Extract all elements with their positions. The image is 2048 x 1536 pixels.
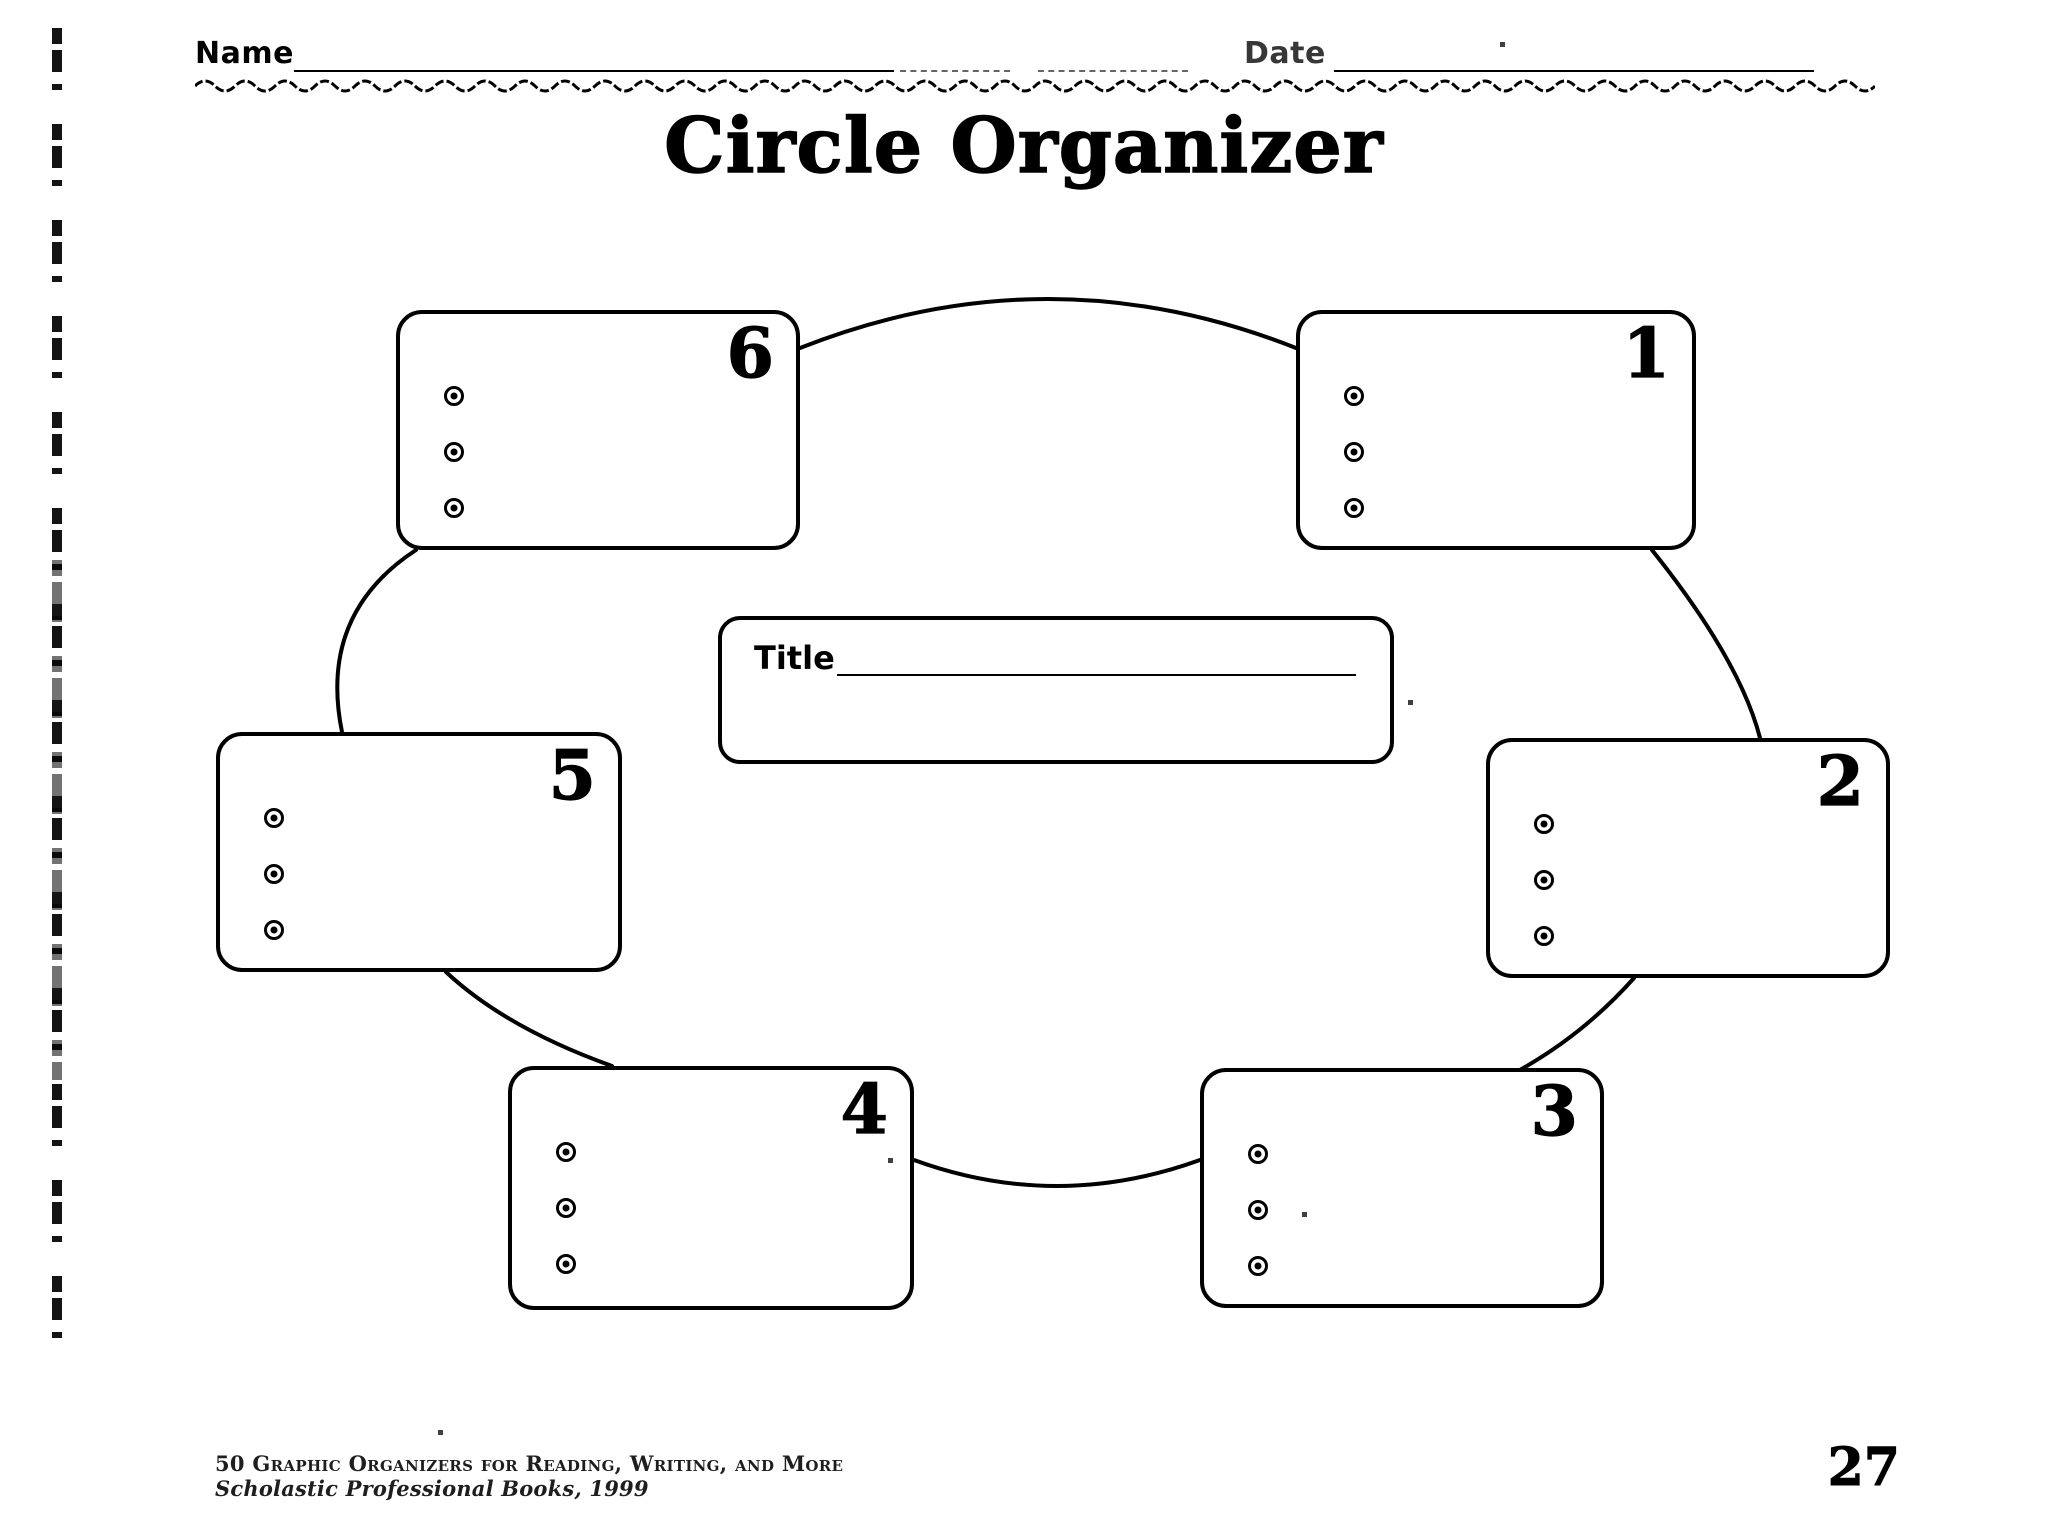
- page-number: 27: [1827, 1437, 1900, 1498]
- target-bullet-icon[interactable]: [264, 864, 284, 884]
- organizer-node-2[interactable]: 2: [1486, 738, 1890, 978]
- target-bullet-icon[interactable]: [1344, 386, 1364, 406]
- title-label: Title: [754, 639, 835, 677]
- target-bullet-icon[interactable]: [556, 1142, 576, 1162]
- name-input-line[interactable]: [293, 69, 894, 72]
- node-number-5: 5: [548, 736, 597, 816]
- target-bullet-icon[interactable]: [1534, 870, 1554, 890]
- scan-speck: [1500, 42, 1505, 47]
- name-label: Name: [195, 36, 294, 71]
- organizer-node-4[interactable]: 4: [508, 1066, 914, 1310]
- node-5-bullet-list: [264, 808, 284, 940]
- date-field[interactable]: Date: [1244, 39, 1814, 72]
- target-bullet-icon[interactable]: [444, 498, 464, 518]
- target-bullet-icon[interactable]: [1248, 1256, 1268, 1276]
- target-bullet-icon[interactable]: [1534, 814, 1554, 834]
- title-input-line[interactable]: [836, 673, 1356, 676]
- footer-publisher: Scholastic Professional Books, 1999: [215, 1475, 649, 1501]
- header-fields: Name Date: [195, 18, 1875, 72]
- node-number-3: 3: [1530, 1072, 1579, 1152]
- scan-speck: [438, 1430, 443, 1435]
- footer-source-title: 50 Graphic Organizers for Reading, Writi…: [215, 1451, 844, 1476]
- target-bullet-icon[interactable]: [1344, 498, 1364, 518]
- footer-credit: 50 Graphic Organizers for Reading, Writi…: [215, 1451, 844, 1502]
- target-bullet-icon[interactable]: [556, 1254, 576, 1274]
- squiggle-divider-icon: [195, 79, 1875, 93]
- node-number-6: 6: [726, 314, 775, 394]
- organizer-node-6[interactable]: 6: [396, 310, 800, 550]
- scan-speck: [888, 1158, 893, 1163]
- name-line-fade-segment-2: [1037, 69, 1188, 72]
- scan-speck: [1302, 1212, 1307, 1217]
- target-bullet-icon[interactable]: [1248, 1144, 1268, 1164]
- date-input-line[interactable]: [1333, 69, 1814, 72]
- name-field[interactable]: Name: [195, 39, 1188, 72]
- target-bullet-icon[interactable]: [556, 1198, 576, 1218]
- node-number-4: 4: [840, 1070, 889, 1150]
- node-number-2: 2: [1816, 742, 1865, 822]
- target-bullet-icon[interactable]: [1534, 926, 1554, 946]
- target-bullet-icon[interactable]: [444, 386, 464, 406]
- node-6-bullet-list: [444, 386, 464, 518]
- target-bullet-icon[interactable]: [444, 442, 464, 462]
- target-bullet-icon[interactable]: [264, 808, 284, 828]
- organizer-node-1[interactable]: 1: [1296, 310, 1696, 550]
- target-bullet-icon[interactable]: [264, 920, 284, 940]
- scan-binding-artifact-lower: [52, 560, 62, 1080]
- node-4-bullet-list: [556, 1142, 576, 1274]
- scan-speck: [1408, 700, 1413, 705]
- target-bullet-icon[interactable]: [1344, 442, 1364, 462]
- center-title-box[interactable]: Title: [718, 616, 1394, 764]
- node-2-bullet-list: [1534, 814, 1554, 946]
- node-number-1: 1: [1622, 314, 1671, 394]
- target-bullet-icon[interactable]: [1248, 1200, 1268, 1220]
- node-1-bullet-list: [1344, 386, 1364, 518]
- node-3-bullet-list: [1248, 1144, 1268, 1276]
- organizer-node-3[interactable]: 3: [1200, 1068, 1604, 1308]
- organizer-node-5[interactable]: 5: [216, 732, 622, 972]
- name-line-fade-segment: [899, 69, 1010, 72]
- date-label: Date: [1243, 36, 1326, 71]
- page-title: Circle Organizer: [663, 101, 1384, 190]
